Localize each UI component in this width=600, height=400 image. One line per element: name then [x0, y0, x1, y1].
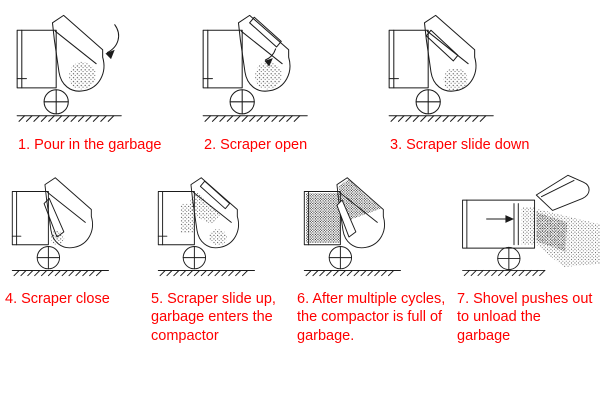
ground [16, 115, 122, 122]
garbage-dots-body [180, 203, 195, 233]
garbage-dots [255, 61, 282, 90]
step-1-caption: 1. Pour in the garbage [18, 137, 162, 153]
step-5-panel: 5. Scraper slide up, garbage enters the … [148, 169, 294, 346]
garbage-dots [443, 68, 468, 91]
wheel [497, 246, 521, 270]
row-bottom: 4. Scraper close [0, 169, 600, 346]
tailgate-hopper [336, 176, 385, 248]
step-6-caption: 6. After multiple cycles, the compactor … [297, 290, 446, 344]
wheel [43, 89, 69, 115]
wheel [182, 245, 207, 269]
wheel [415, 89, 441, 115]
scraper-blade [249, 16, 282, 61]
garbage-dots-chute [190, 191, 221, 224]
step-7-illustration [462, 174, 600, 276]
garbage-dense-body [306, 192, 341, 243]
truck-body [462, 199, 536, 249]
step-5-caption: 5. Scraper slide up, garbage enters the … [151, 290, 276, 344]
row-top: 1. Pour in the garbage [0, 6, 600, 155]
ground [462, 269, 546, 276]
truck-body [157, 190, 195, 245]
truck-body [303, 190, 341, 245]
wheel [229, 89, 255, 115]
scraper-blade [425, 29, 459, 62]
step-4-caption: 4. Scraper close [5, 290, 110, 307]
step-6-panel: 6. After multiple cycles, the compactor … [294, 169, 454, 346]
step-1-panel: 1. Pour in the garbage [6, 6, 192, 155]
garbage-spray-dense [536, 211, 568, 252]
garbage-dots [69, 61, 96, 90]
truck-body [11, 190, 49, 245]
step-1-illustration [16, 14, 122, 122]
wheel [328, 245, 353, 269]
pour-arrow [106, 24, 120, 54]
truck-body [388, 29, 429, 89]
step-3-illustration [388, 14, 494, 122]
garbage-inside [521, 206, 535, 245]
scraper-blade [336, 199, 357, 238]
ground [303, 269, 401, 276]
scraper-blade [199, 180, 231, 209]
step-3-caption: 3. Scraper slide down [390, 137, 530, 153]
tailgate-hopper [237, 14, 291, 92]
step-5-illustration [157, 176, 255, 276]
ground [157, 269, 255, 276]
step-2-illustration [202, 14, 308, 122]
garbage-dots [50, 230, 65, 245]
ground [388, 115, 494, 122]
pour-arrow-head [105, 49, 115, 60]
garbage-dense-hopper [338, 179, 381, 222]
truck-body [202, 29, 243, 89]
step-2-panel: 2. Scraper open [192, 6, 378, 155]
step-4-illustration [11, 176, 109, 276]
step-6-illustration [303, 176, 401, 276]
ground [11, 269, 109, 276]
shovel-arrow-head [505, 214, 514, 223]
lifted-tailgate [535, 174, 590, 211]
tailgate-hopper [51, 14, 105, 92]
step-7-panel: 7. Shovel pushes out to unload the garba… [454, 169, 600, 346]
step-2-caption: 2. Scraper open [204, 137, 308, 153]
ground [202, 115, 308, 122]
truck-body [16, 29, 57, 89]
garbage-dots-bowl [209, 228, 227, 246]
step-7-caption: 7. Shovel pushes out to unload the garba… [457, 290, 593, 344]
step-4-panel: 4. Scraper close [2, 169, 148, 309]
wheel [36, 245, 61, 269]
step-3-panel: 3. Scraper slide down [378, 6, 578, 155]
